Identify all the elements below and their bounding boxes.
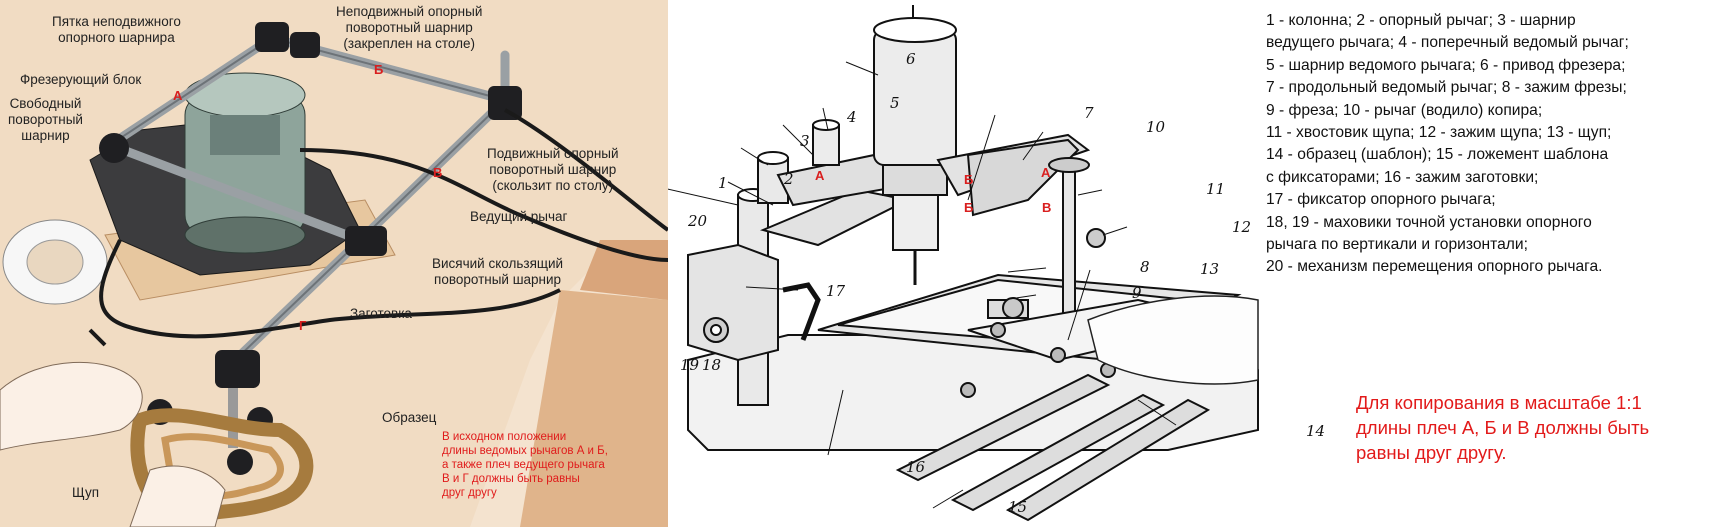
label-free-joint: Свободный поворотный шарнир [8, 96, 83, 143]
legend-line: 20 - механизм перемещения опорного рычаг… [1266, 258, 1603, 276]
part-number-3: 3 [800, 132, 810, 150]
legend-line: с фиксаторами; 16 - зажим заготовки; [1266, 168, 1539, 186]
arm-letter-a: А [173, 88, 183, 103]
pantograph-drawing [0, 0, 668, 527]
arm-letter-b: Б [374, 62, 384, 77]
copier-lever [966, 138, 1080, 217]
left-note: В исходном положении длины ведомых рычаг… [442, 431, 608, 499]
label-milling-block: Фрезерующий блок [20, 72, 142, 87]
part-number-6: 6 [906, 50, 916, 68]
part-number-18: 18 [702, 356, 722, 374]
part-number-9: 9 [1132, 284, 1142, 302]
part-number-20: 20 [688, 212, 708, 230]
legend-line: рычага по вертикали и горизонтали; [1266, 236, 1528, 254]
table-leg [580, 240, 668, 300]
drawing-letter-b3: Б [964, 200, 974, 215]
legend-line: 11 - хвостовик щупа; 12 - зажим щупа; 13… [1266, 124, 1612, 142]
part-number-19: 19 [680, 356, 700, 374]
drawing-letter-a1: А [815, 168, 825, 183]
part-number-16: 16 [906, 458, 926, 476]
part-number-8: 8 [1140, 258, 1150, 276]
part-number-13: 13 [1200, 260, 1220, 278]
pantograph-illustration: Пятка неподвижного опорного шарнира Непо… [0, 0, 668, 527]
legend-line: 9 - фреза; 10 - рычаг (водило) копира; [1266, 101, 1543, 119]
hand-left [0, 361, 143, 451]
part-number-5: 5 [890, 94, 900, 112]
part-number-4: 4 [847, 108, 857, 126]
part-number-11: 11 [1206, 180, 1226, 198]
operator-hand [1087, 295, 1259, 385]
legend-line: 1 - колонна; 2 - опорный рычаг; 3 - шарн… [1266, 12, 1576, 29]
joints [99, 22, 522, 388]
part-number-2: 2 [784, 170, 794, 188]
legend-line: 7 - продольный ведомый рычаг; 8 - зажим … [1266, 79, 1627, 97]
drawing-letter-v: В [1042, 200, 1052, 215]
hand-bottom [129, 465, 226, 527]
legend-line: ведущего рычага; 4 - поперечный ведомый … [1266, 34, 1629, 52]
label-hanging-joint: Висячий скользящий поворотный шарнир [432, 256, 564, 287]
part-number-7: 7 [1084, 104, 1094, 122]
label-probe: Щуп [72, 485, 100, 500]
drawing-letter-b1: Б [964, 172, 974, 187]
legend-line: 14 - образец (шаблон); 15 - ложемент шаб… [1266, 146, 1609, 164]
label-driving-lever: Ведущий рычаг [470, 209, 568, 224]
drawing-letter-a2: А [1041, 165, 1051, 180]
arm-letter-g: Г [299, 318, 307, 333]
support-housing [687, 243, 779, 362]
table-edge [520, 290, 668, 527]
label-movable-joint: Подвижный опорный поворотный шарнир (ско… [487, 146, 619, 193]
parts-legend: 1 - колонна; 2 - опорный рычаг; 3 - шарн… [1266, 10, 1716, 279]
part-number-10: 10 [1146, 118, 1166, 136]
legend-line: 5 - шарнир ведомого рычага; 6 - привод ф… [1266, 56, 1626, 74]
label-fixed-heel: Пятка неподвижного опорного шарнира [52, 14, 181, 45]
label-sample: Образец [382, 410, 437, 425]
cables [88, 108, 668, 347]
leader-lines [668, 61, 1177, 509]
part-number-1: 1 [718, 174, 728, 192]
machine-drawing [668, 5, 1259, 522]
part-number-14: 14 [1306, 422, 1326, 440]
part-number-12: 12 [1232, 218, 1252, 236]
label-fixed-joint: Неподвижный опорный поворотный шарнир (з… [336, 4, 483, 51]
legend-line: 18, 19 - маховики точной установки опорн… [1266, 213, 1592, 231]
probe-shank [1062, 169, 1076, 331]
technical-drawing: А А В Б Б [668, 0, 1720, 527]
label-workpiece: Заготовка [350, 306, 412, 321]
arm-letter-v: В [433, 165, 443, 180]
scale-note: Для копирования в масштабе 1:1 длины пле… [1356, 392, 1650, 463]
part-number-15: 15 [1008, 498, 1028, 516]
legend-line: 17 - фиксатор опорного рычага; [1266, 191, 1496, 209]
part-number-17: 17 [826, 282, 846, 300]
